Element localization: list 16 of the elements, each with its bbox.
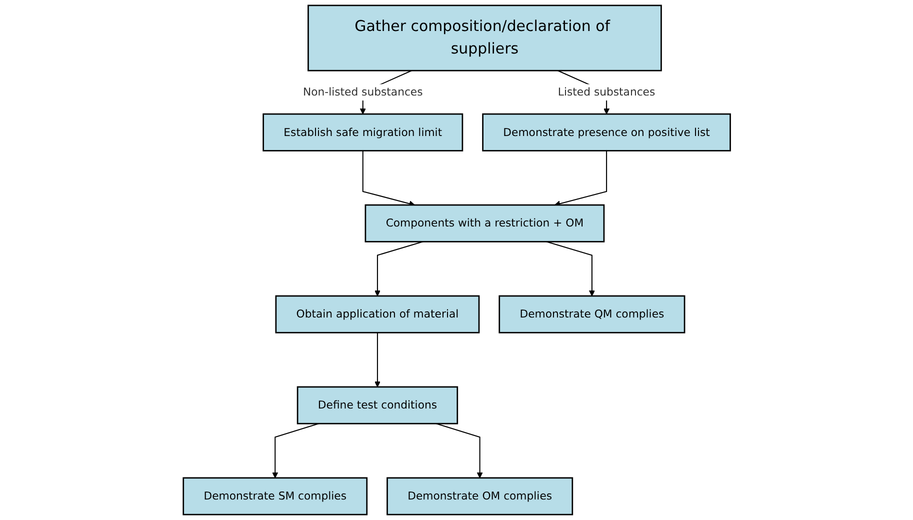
node-box: Demonstrate SM complies — [182, 477, 368, 516]
node-box: Demonstrate presence on positive list — [482, 113, 731, 152]
edge-label: Non-listed substances — [302, 86, 422, 98]
node-box: Components with a restriction + OM — [364, 204, 604, 242]
node-box: Demonstrate OM complies — [386, 477, 573, 516]
node-box: Define test conditions — [296, 386, 458, 424]
node-box: Demonstrate QM complies — [498, 295, 685, 334]
arrow — [374, 332, 380, 388]
arrow — [374, 241, 423, 296]
arrow — [554, 150, 607, 207]
node-box: Establish safe migration limit — [262, 113, 463, 152]
node-box: Gather composition/declaration of suppliers — [307, 4, 662, 72]
arrow — [362, 150, 415, 207]
arrow — [272, 423, 318, 478]
edge-label: Listed substances — [558, 86, 655, 98]
node-box: Obtain application of material — [274, 295, 480, 334]
